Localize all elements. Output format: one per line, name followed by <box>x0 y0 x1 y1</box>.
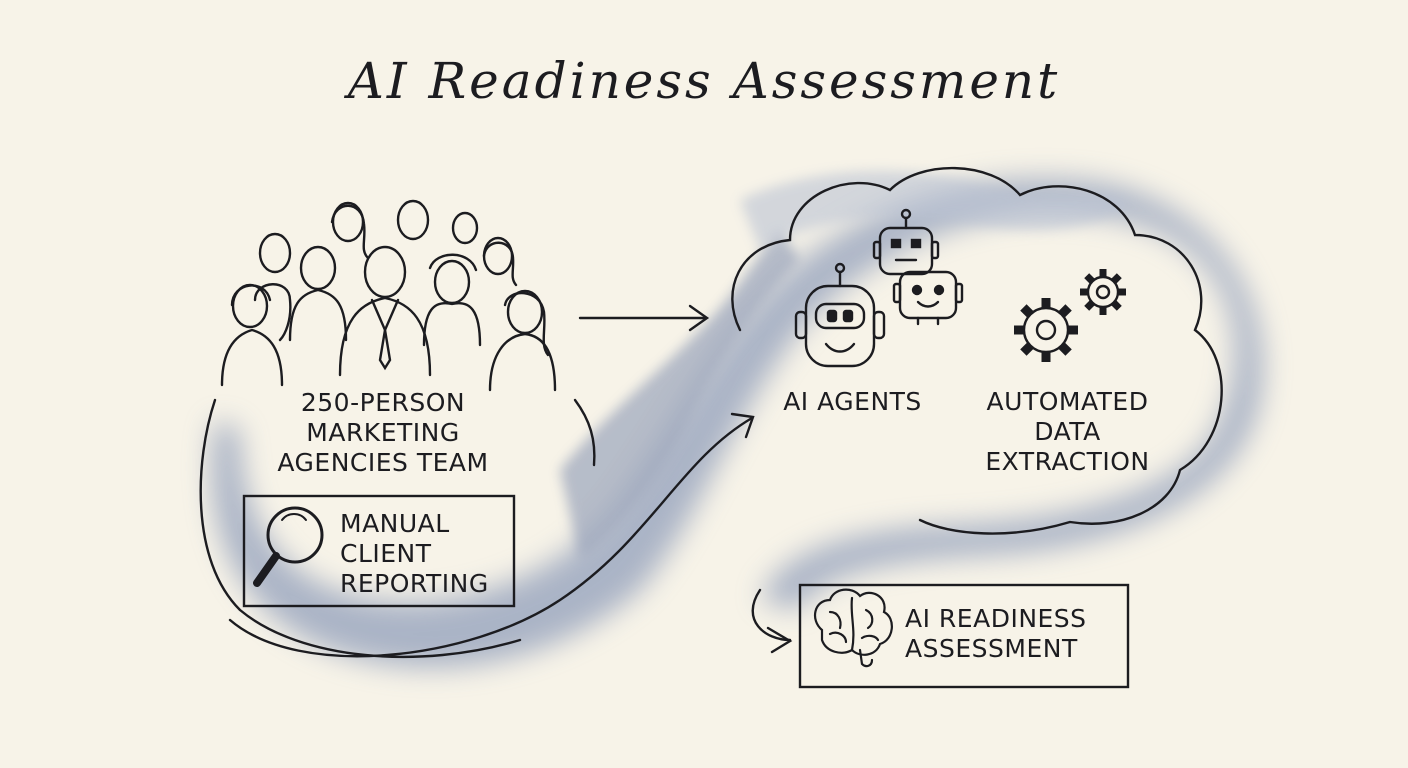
manual-reporting-box <box>242 494 516 608</box>
manual-reporting-line: CLIENT <box>340 539 432 568</box>
manual-reporting-line: MANUAL <box>340 509 450 538</box>
manual-reporting-label: MANUAL CLIENT REPORTING <box>340 509 510 599</box>
assessment-line: AI READINESS <box>905 604 1087 633</box>
extraction-line: EXTRACTION <box>985 447 1150 476</box>
people-group-icon <box>199 199 596 659</box>
brain-icon <box>813 588 893 668</box>
assessment-box <box>798 583 1130 689</box>
page-title: AI Readiness Assessment <box>347 52 1061 110</box>
assessment-label: AI READINESS ASSESSMENT <box>905 604 1120 664</box>
gears-icon <box>1014 269 1126 362</box>
team-label: 250-PERSON MARKETING AGENCIES TEAM <box>268 388 498 478</box>
cloud-outline <box>731 166 1223 654</box>
extraction-label: AUTOMATED DATA EXTRACTION <box>975 387 1160 477</box>
assessment-line: ASSESSMENT <box>905 634 1078 663</box>
team-label-line: 250-PERSON <box>300 388 466 417</box>
robot-icon <box>794 208 964 368</box>
manual-reporting-line: REPORTING <box>340 569 489 598</box>
magnifying-glass-icon <box>253 506 324 587</box>
extraction-line: DATA <box>1034 417 1101 446</box>
arrow-team-to-ai <box>578 304 710 332</box>
extraction-line: AUTOMATED <box>986 387 1149 416</box>
watercolor-wash <box>211 170 1264 668</box>
team-label-line: MARKETING <box>306 418 460 447</box>
ai-agents-label: AI AGENTS <box>783 387 922 416</box>
team-label-line: AGENCIES TEAM <box>277 448 489 477</box>
arrow-reporting-to-agents <box>228 412 755 658</box>
